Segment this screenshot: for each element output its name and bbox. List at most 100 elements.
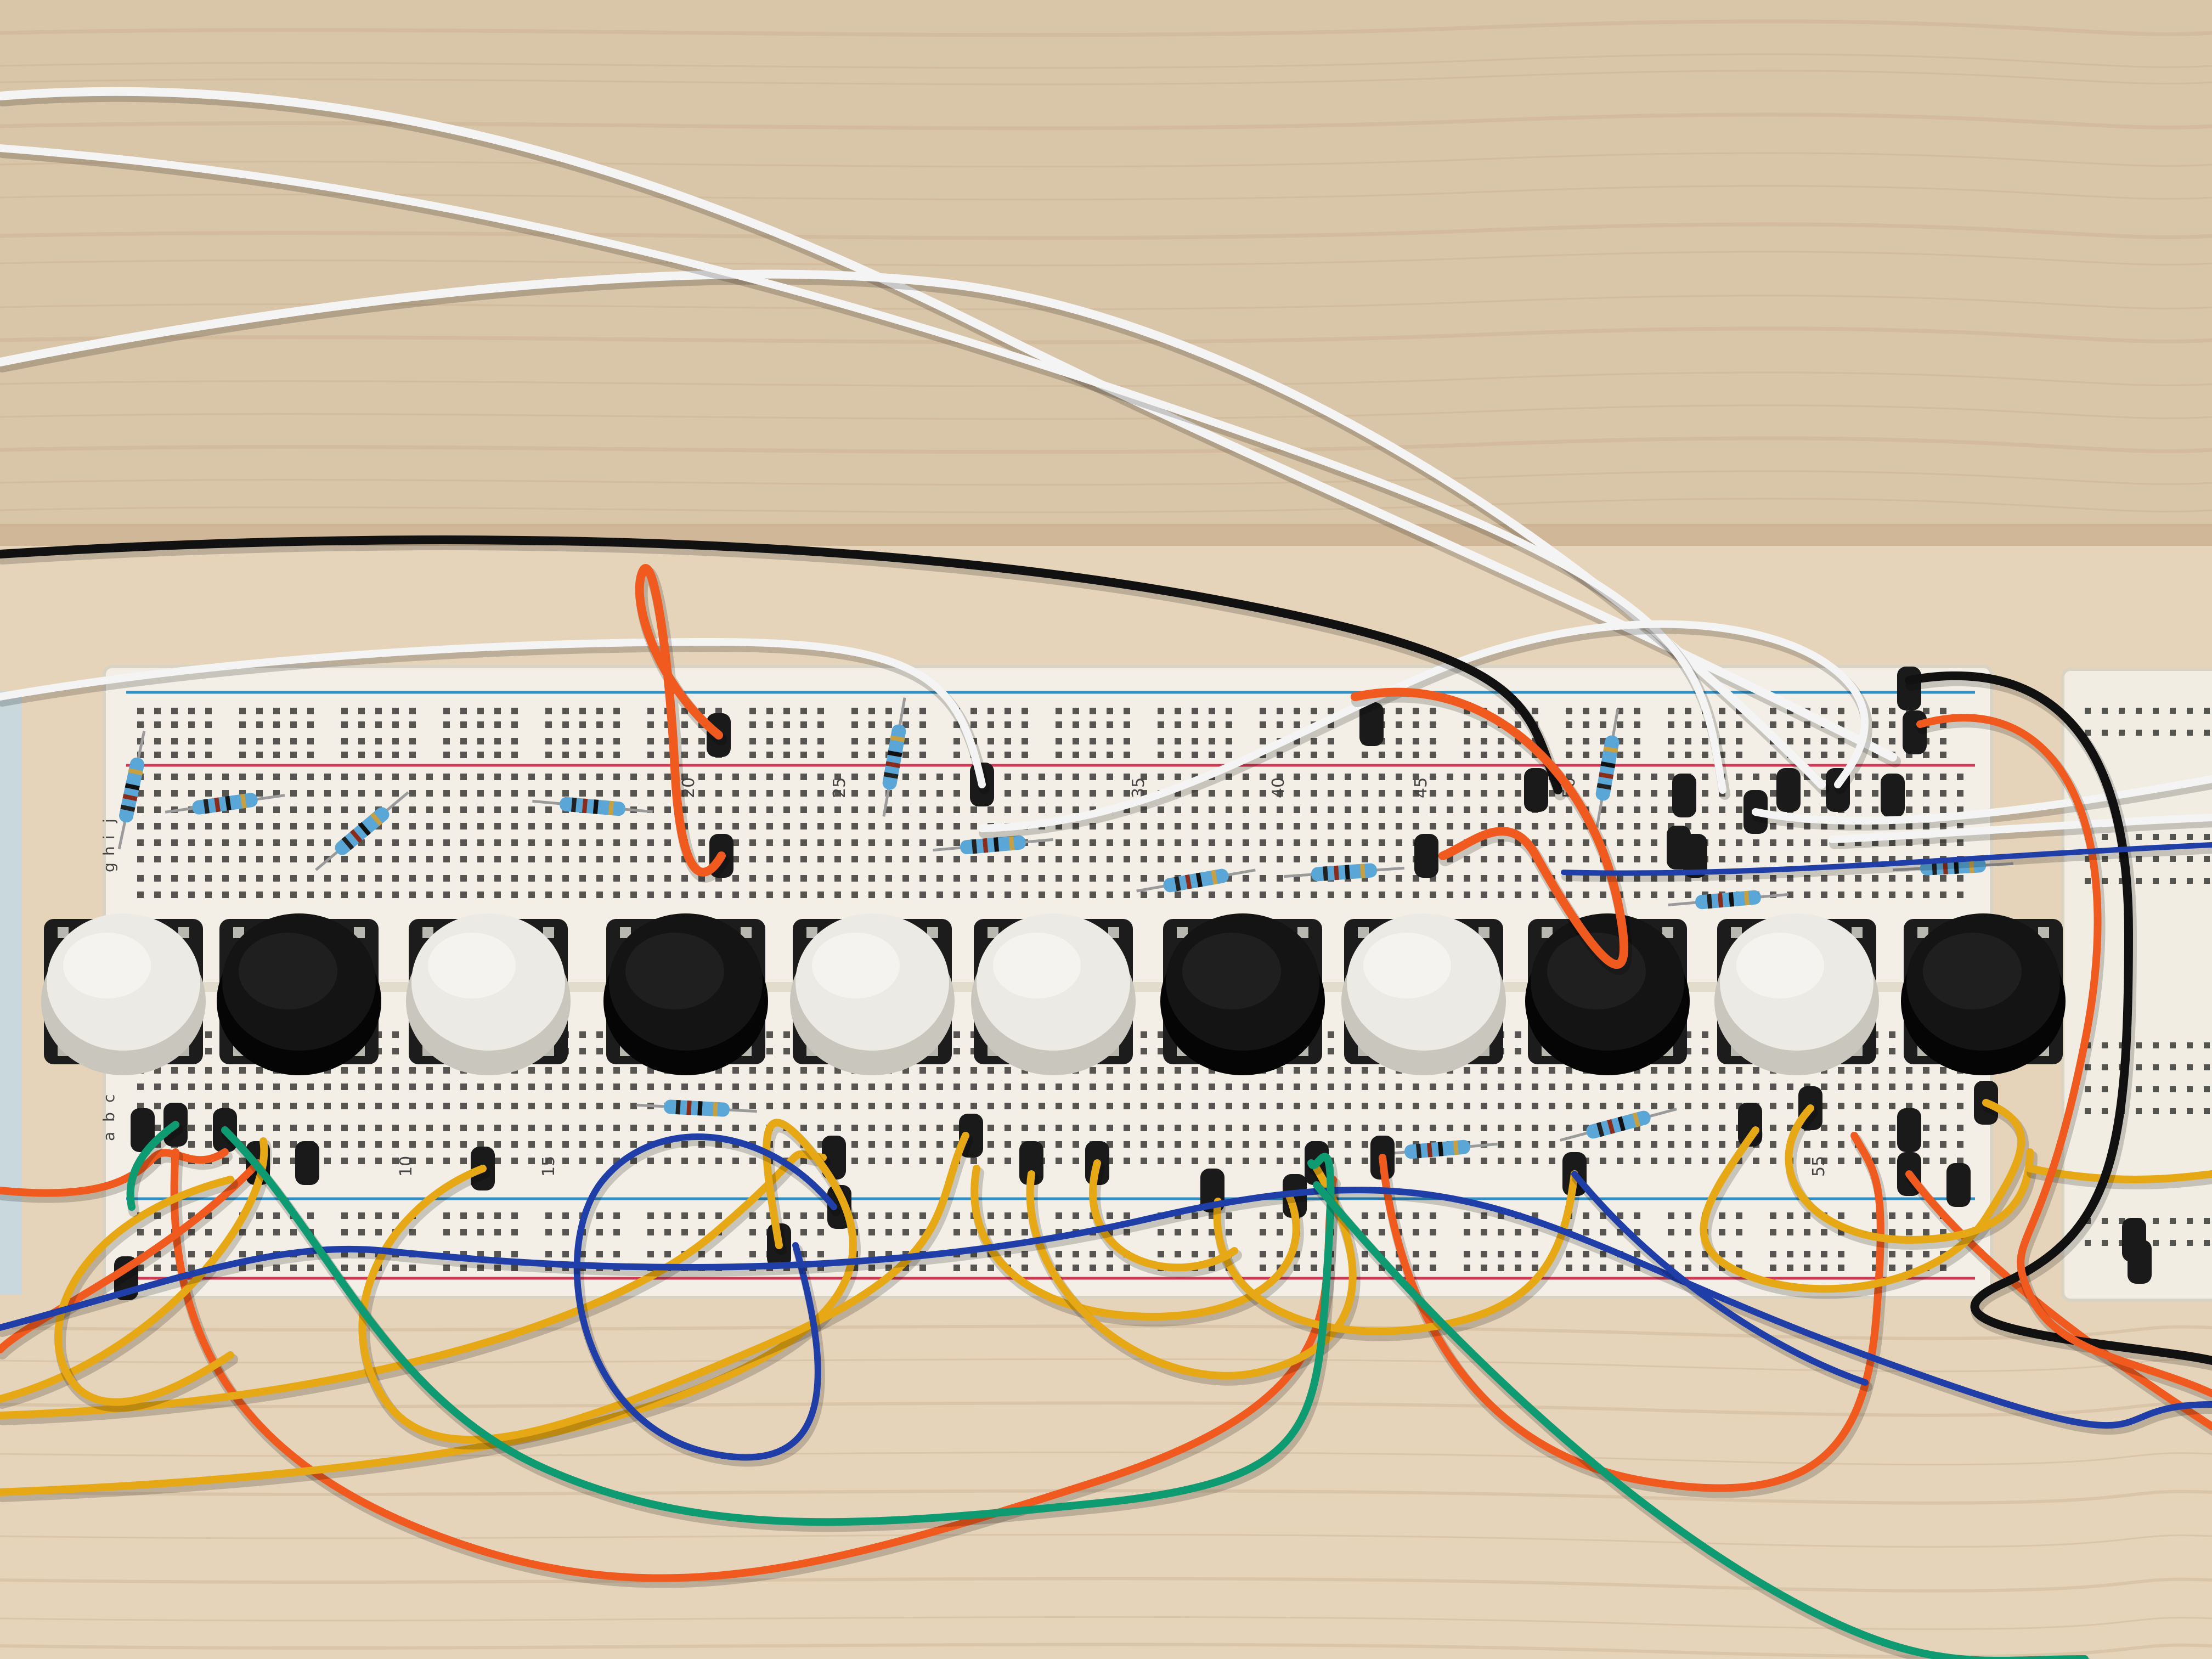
breadboard-hole — [1226, 790, 1232, 797]
breadboard-hole — [613, 856, 620, 862]
breadboard-hole — [477, 738, 484, 744]
breadboard-hole — [443, 1229, 450, 1235]
breadboard-hole — [1668, 1125, 1674, 1131]
breadboard-hole — [1005, 1229, 1011, 1235]
breadboard-hole — [545, 752, 552, 758]
breadboard-hole — [1260, 1265, 1266, 1271]
breadboard-hole — [2187, 1218, 2193, 1224]
breadboard-hole — [222, 839, 229, 846]
breadboard-hole — [1719, 721, 1725, 728]
breadboard-hole — [1107, 752, 1113, 758]
breadboard-hole — [205, 1084, 212, 1090]
resistor — [636, 1099, 757, 1117]
breadboard-hole — [511, 1084, 518, 1090]
breadboard-hole — [1685, 1158, 1691, 1164]
breadboard-hole — [392, 1048, 399, 1054]
breadboard-hole — [817, 738, 824, 744]
breadboard-hole — [2136, 834, 2142, 840]
breadboard-hole — [205, 875, 212, 882]
breadboard-hole — [1651, 774, 1657, 780]
breadboard-hole — [970, 708, 977, 714]
breadboard-hole — [647, 1229, 654, 1235]
breadboard-hole — [511, 1158, 518, 1164]
breadboard-hole — [1736, 839, 1742, 846]
breadboard-hole — [1872, 774, 1878, 780]
breadboard-hole — [1634, 875, 1640, 882]
breadboard-hole — [290, 774, 297, 780]
breadboard-hole — [188, 721, 195, 728]
resistor-band — [1603, 746, 1618, 753]
breadboard-hole — [596, 1084, 603, 1090]
button-cap-highlight — [1363, 933, 1451, 998]
breadboard-hole — [307, 839, 314, 846]
breadboard-hole — [477, 708, 484, 714]
breadboard-hole — [1430, 1212, 1436, 1219]
breadboard-hole — [1498, 806, 1504, 813]
breadboard-hole — [1294, 1265, 1300, 1271]
breadboard-hole — [1668, 1141, 1674, 1148]
breadboard-hole — [630, 790, 637, 797]
breadboard-hole — [885, 1125, 892, 1131]
breadboard-hole — [749, 806, 756, 813]
breadboard-hole — [307, 1212, 314, 1219]
breadboard-hole — [443, 752, 450, 758]
breadboard-hole — [1889, 1265, 1895, 1271]
breadboard-hole — [290, 738, 297, 744]
breadboard-hole — [1719, 738, 1725, 744]
breadboard-hole — [953, 839, 960, 846]
breadboard-hole — [936, 1141, 943, 1148]
breadboard-hole — [154, 721, 161, 728]
breadboard-hole — [1719, 856, 1725, 862]
resistor-band — [1932, 860, 1937, 875]
breadboard-hole — [1515, 1158, 1521, 1164]
resistor-band — [713, 1102, 718, 1116]
breadboard-hole — [1549, 839, 1555, 846]
resistor-band — [240, 793, 247, 809]
breadboard-hole — [1770, 875, 1776, 882]
breadboard-hole — [1158, 1141, 1164, 1148]
breadboard-hole — [1719, 806, 1725, 813]
breadboard-hole — [1175, 738, 1181, 744]
breadboard-hole — [1396, 1212, 1402, 1219]
breadboard-hole — [171, 1265, 178, 1271]
breadboard-hole — [1379, 891, 1385, 898]
breadboard-hole — [1719, 1251, 1725, 1257]
breadboard-hole — [1957, 839, 1963, 846]
resistors — [117, 697, 2013, 1159]
breadboard-hole — [2170, 730, 2176, 736]
breadboard-hole — [1090, 1067, 1096, 1074]
breadboard-hole — [2085, 1086, 2091, 1092]
breadboard-hole — [205, 1141, 212, 1148]
breadboard-hole — [1872, 708, 1878, 714]
breadboard-hole — [494, 806, 501, 813]
breadboard-hole — [613, 774, 620, 780]
breadboard-hole — [647, 823, 654, 830]
breadboard-hole — [885, 1141, 892, 1148]
breadboard-hole — [1430, 1125, 1436, 1131]
breadboard-hole — [800, 1251, 807, 1257]
breadboard-hole — [800, 1067, 807, 1074]
breadboard-hole — [1515, 875, 1521, 882]
breadboard-hole — [256, 856, 263, 862]
white-push-button — [790, 913, 955, 1075]
breadboard-hole — [409, 1067, 416, 1074]
breadboard-hole — [749, 708, 756, 714]
breadboard-hole — [1566, 839, 1572, 846]
breadboard-hole — [1583, 856, 1589, 862]
button-pin — [1662, 927, 1673, 938]
breadboard-hole — [1498, 708, 1504, 714]
breadboard-hole — [1634, 806, 1640, 813]
resistor-band — [1717, 893, 1724, 908]
breadboard-hole — [1039, 1103, 1045, 1109]
breadboard-hole — [596, 708, 603, 714]
breadboard-hole — [1311, 1212, 1317, 1219]
breadboard-hole — [1294, 839, 1300, 846]
column-number: 45 — [1412, 777, 1431, 798]
breadboard-hole — [596, 891, 603, 898]
breadboard-hole — [2153, 730, 2159, 736]
breadboard-hole — [1090, 774, 1096, 780]
breadboard-hole — [341, 708, 348, 714]
breadboard-hole — [545, 790, 552, 797]
breadboard-hole — [1736, 721, 1742, 728]
second-breadboard — [2061, 668, 2212, 1302]
